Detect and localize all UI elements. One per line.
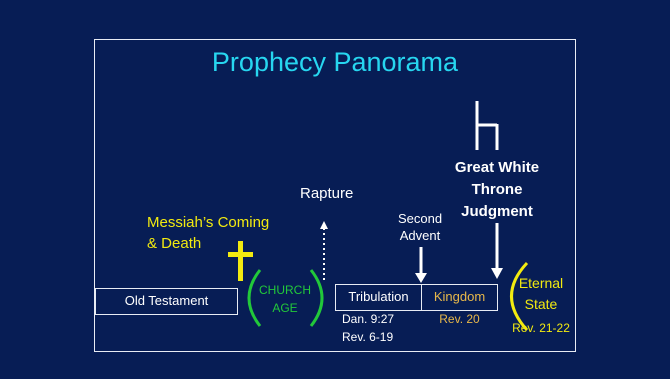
tribulation-ref-daniel: Dan. 9:27 bbox=[342, 312, 395, 326]
church-age-line2: AGE bbox=[272, 301, 298, 315]
tribulation-ref-revelation: Rev. 6-19 bbox=[342, 330, 394, 344]
eternal-state-ref: Rev. 21-22 bbox=[512, 321, 570, 335]
church-age-left-paren bbox=[247, 269, 262, 327]
eternal-state-line1: Eternal bbox=[518, 275, 564, 291]
kingdom-label: Kingdom bbox=[433, 289, 486, 304]
rapture-arrow bbox=[320, 221, 328, 280]
judgment-label-line3: Judgment bbox=[461, 203, 533, 220]
cross-icon bbox=[228, 241, 253, 281]
slide-frame bbox=[94, 39, 576, 352]
slide-title: Prophecy Panorama bbox=[211, 47, 459, 77]
eternal-state-arc bbox=[510, 261, 529, 332]
tribulation-label: Tribulation bbox=[348, 289, 409, 304]
messiah-label-line1: Messiah’s Coming bbox=[147, 214, 270, 231]
messiah-label-line2: & Death bbox=[147, 235, 202, 252]
kingdom-box bbox=[421, 284, 498, 311]
church-age-line1: CHURCH bbox=[259, 283, 311, 297]
rapture-label: Rapture bbox=[300, 185, 354, 202]
church-age-right-paren bbox=[309, 269, 324, 327]
second-advent-arrow bbox=[415, 247, 427, 283]
eternal-state-line2: State bbox=[524, 296, 558, 312]
second-advent-line2: Advent bbox=[399, 228, 441, 243]
throne-icon bbox=[475, 101, 499, 150]
judgment-arrow bbox=[491, 223, 503, 279]
kingdom-ref: Rev. 20 bbox=[439, 312, 480, 326]
old-testament-box bbox=[95, 288, 238, 315]
judgment-label-line2: Throne bbox=[471, 181, 523, 198]
judgment-label-line1: Great White bbox=[454, 159, 540, 176]
old-testament-label: Old Testament bbox=[124, 293, 209, 308]
second-advent-line1: Second bbox=[397, 211, 443, 226]
